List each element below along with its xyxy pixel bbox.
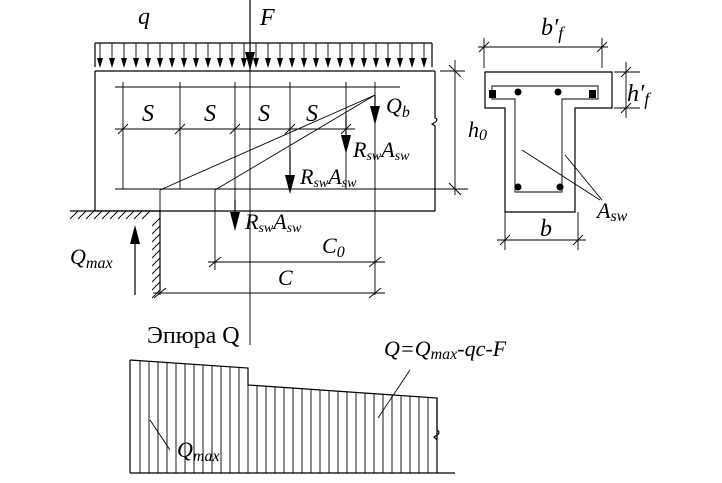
- qmax-reaction-label: Qmax: [70, 244, 113, 272]
- load-arrow: [133, 58, 139, 68]
- load-arrow: [289, 58, 295, 68]
- load-arrow: [121, 58, 127, 68]
- distributed-load: [94, 42, 433, 68]
- rsw-asw-label-1: RswAsw: [352, 137, 410, 164]
- load-arrow: [253, 58, 259, 68]
- load-arrow: [397, 58, 403, 68]
- load-arrow: [265, 58, 271, 68]
- epure-title: Эпюра Q: [147, 323, 240, 349]
- spacing-label-4: S: [306, 101, 318, 127]
- load-arrow: [409, 58, 415, 68]
- load-arrow: [229, 58, 235, 68]
- qb-label: Qb: [386, 93, 410, 121]
- load-arrow: [145, 58, 151, 68]
- load-arrow: [193, 58, 199, 68]
- load-arrow: [97, 58, 103, 68]
- rsw-asw-label-2: RswAsw: [299, 164, 357, 191]
- spacing-label-3: S: [258, 101, 270, 127]
- load-arrow: [241, 58, 247, 68]
- spacing-label-1: S: [142, 101, 154, 127]
- load-arrow: [385, 58, 391, 68]
- epure-formula: Q=Qmax-qc-F: [384, 336, 507, 363]
- bf-label: b′f: [541, 15, 566, 43]
- load-F-label: F: [259, 5, 275, 31]
- load-arrow: [301, 58, 307, 68]
- load-arrow: [157, 58, 163, 68]
- load-arrow: [373, 58, 379, 68]
- load-arrow: [361, 58, 367, 68]
- load-arrow: [181, 58, 187, 68]
- b-label: b: [540, 216, 552, 242]
- load-arrow: [337, 58, 343, 68]
- t-section: [478, 38, 640, 250]
- load-arrow: [109, 58, 115, 68]
- load-arrow: [217, 58, 223, 68]
- spacing-label-2: S: [204, 101, 216, 127]
- load-arrow: [205, 58, 211, 68]
- load-q-label: q: [138, 4, 150, 30]
- shear-epure: [129, 359, 455, 474]
- load-arrow: [421, 58, 427, 68]
- rsw-asw-label-3: RswAsw: [244, 209, 302, 236]
- load-arrow: [325, 58, 331, 68]
- c-label: C: [278, 265, 293, 290]
- epure-qmax-label: Qmax: [177, 437, 220, 465]
- beam: [69, 0, 468, 345]
- asw-label: Asw: [595, 198, 628, 225]
- load-arrow: [349, 58, 355, 68]
- load-arrow: [169, 58, 175, 68]
- h0-label: h0: [468, 117, 487, 144]
- hf-label: h′f: [627, 81, 652, 109]
- c0-label: C0: [322, 233, 345, 261]
- load-arrow: [313, 58, 319, 68]
- load-arrow: [277, 58, 283, 68]
